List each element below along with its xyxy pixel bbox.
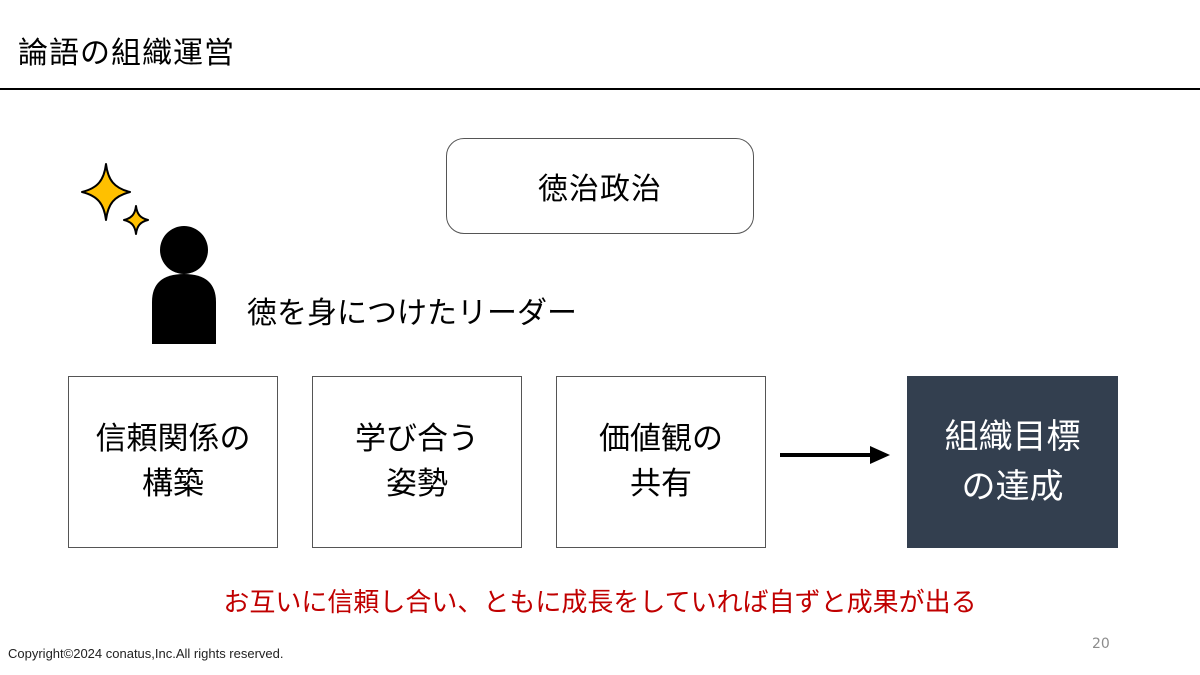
arrow-right-icon — [780, 446, 890, 464]
step-box-values: 価値観の 共有 — [556, 376, 766, 548]
goal-line: の達成 — [961, 467, 1064, 507]
step-box-learning: 学び合う 姿勢 — [312, 376, 522, 548]
goal-box: 組織目標 の達成 — [907, 376, 1118, 548]
step-line: 共有 — [630, 466, 692, 502]
goal-line: 組織目標 — [944, 417, 1081, 457]
leader-label: 徳を身につけたリーダー — [247, 296, 577, 331]
title-divider — [0, 88, 1200, 90]
sparkle-icon — [81, 163, 149, 235]
page-number: 20 — [1092, 636, 1110, 652]
copyright-notice: Copyright©2024 conatus,Inc.All rights re… — [8, 646, 284, 661]
step-line: 価値観の — [599, 421, 723, 457]
concept-box: 徳治政治 — [446, 138, 754, 234]
step-line: 学び合う — [355, 421, 479, 457]
step-line: 構築 — [142, 466, 204, 502]
person-icon — [152, 226, 216, 344]
step-box-trust: 信頼関係の 構築 — [68, 376, 278, 548]
concept-label: 徳治政治 — [538, 172, 662, 207]
step-line: 信頼関係の — [95, 421, 251, 457]
step-line: 姿勢 — [386, 466, 448, 502]
key-message: お互いに信頼し合い、ともに成長をしていれば自ずと成果が出る — [223, 588, 977, 618]
slide-title: 論語の組織運営 — [18, 36, 235, 71]
